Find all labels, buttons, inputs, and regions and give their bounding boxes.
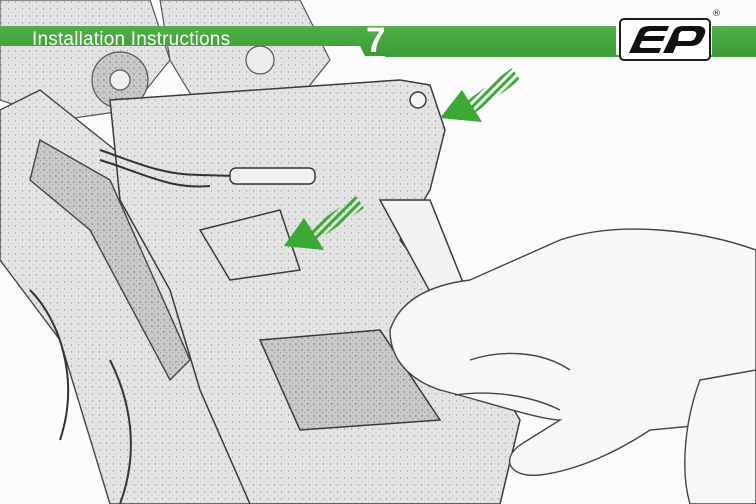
ep-logo-icon bbox=[629, 26, 706, 53]
hand-sketch bbox=[389, 228, 756, 504]
wiring-sketch bbox=[29, 149, 316, 504]
header-band-end bbox=[712, 26, 756, 56]
page-title: Installation Instructions bbox=[32, 29, 231, 50]
arrow-upper-right-icon bbox=[440, 68, 520, 122]
arrow-center-icon bbox=[284, 196, 364, 250]
bracket-sketch bbox=[109, 79, 521, 504]
brand-logo bbox=[619, 18, 711, 61]
frame-sketch bbox=[0, 89, 251, 504]
step-number: 7 bbox=[366, 21, 386, 60]
registered-mark: ® bbox=[712, 9, 721, 19]
header-rule bbox=[385, 55, 756, 57]
